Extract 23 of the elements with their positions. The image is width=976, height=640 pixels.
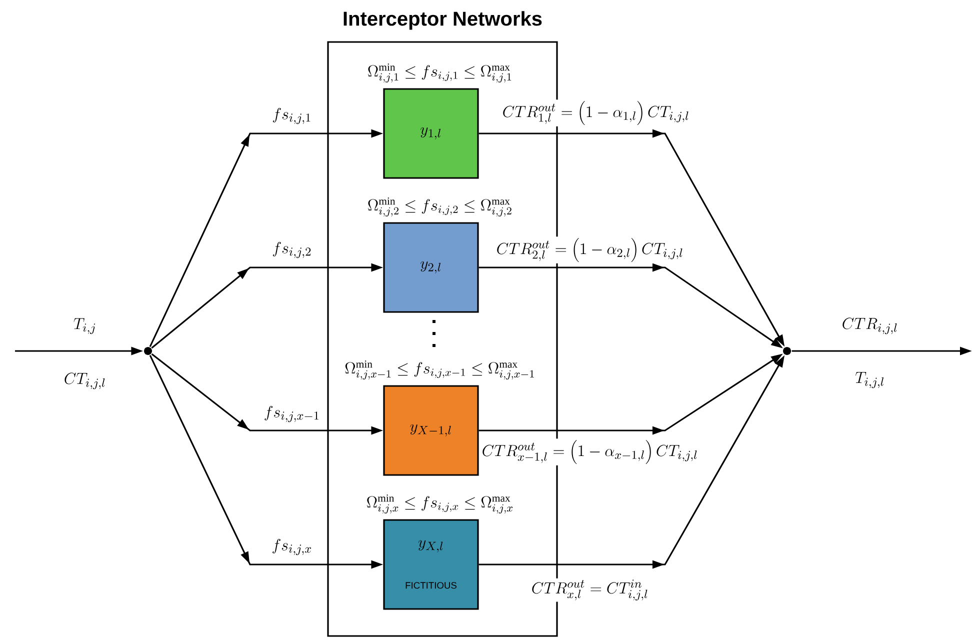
edge-label: $fs_{i,j,1}$ [272,108,310,124]
edge-label: $CTR_{i,j,l}$ [842,318,897,334]
process-box: $y_{1,l}$ [383,88,479,179]
constraint-label: $\Omega^{\min}_{i,j,x-1} \le fs_{i,j,x-1} \le \Omega^{\max}_{i,j,x-1}$ [345,360,534,380]
constraint-label: $\Omega^{\min}_{i,j,1} \le fs_{i,j,1} \le \Omega^{\max}_{i,j,1}$ [368,64,512,83]
junction-dot [783,347,791,355]
flow-label: $CT_{i,j,l}$ [64,372,105,390]
constraint-label: $\Omega^{\min}_{i,j,x} \le fs_{i,j,x} \le \Omega^{\max}_{i,j,x}$ [367,494,512,514]
process-box: $y_{2,l}$ [383,222,479,313]
edge-label: $fs_{i,j,x-1}$ [264,406,319,422]
process-box: $y_{X-1,l}$ [383,385,479,476]
box-heading: Interceptor Networks [344,11,542,30]
edge-label: $CTR^{out}_{2,l} = \left(1-\alpha_{2,l}\right) CT_{i,j,l}$ [497,238,682,262]
edge-label: $T_{i,j}$ [74,318,96,334]
constraint-label: $\Omega^{\min}_{i,j,2} \le fs_{i,j,2} \le \Omega^{\max}_{i,j,2}$ [368,198,512,217]
edge-label: $fs_{i,j,x}$ [272,538,312,556]
junction-dot [144,347,152,355]
edge-label: $fs_{i,j,2}$ [272,242,311,258]
edge-label: $CTR^{out}_{x,l} = CT^{in}_{i,j,l}$ [532,580,648,600]
process-box: $y_{X,l}$ FICTITIOUS [383,519,479,610]
edge-label: $CTR^{out}_{1,l} = \left(1-\alpha_{1,l}\right) CT_{i,j,l}$ [503,101,688,125]
edge-label: $CTR^{out}_{x-1,l} = \left(1-\alpha_{x-1,l}\right) CT_{i,j,l}$ [482,440,697,464]
flow-label: $T_{i,j,l}$ [855,372,884,388]
